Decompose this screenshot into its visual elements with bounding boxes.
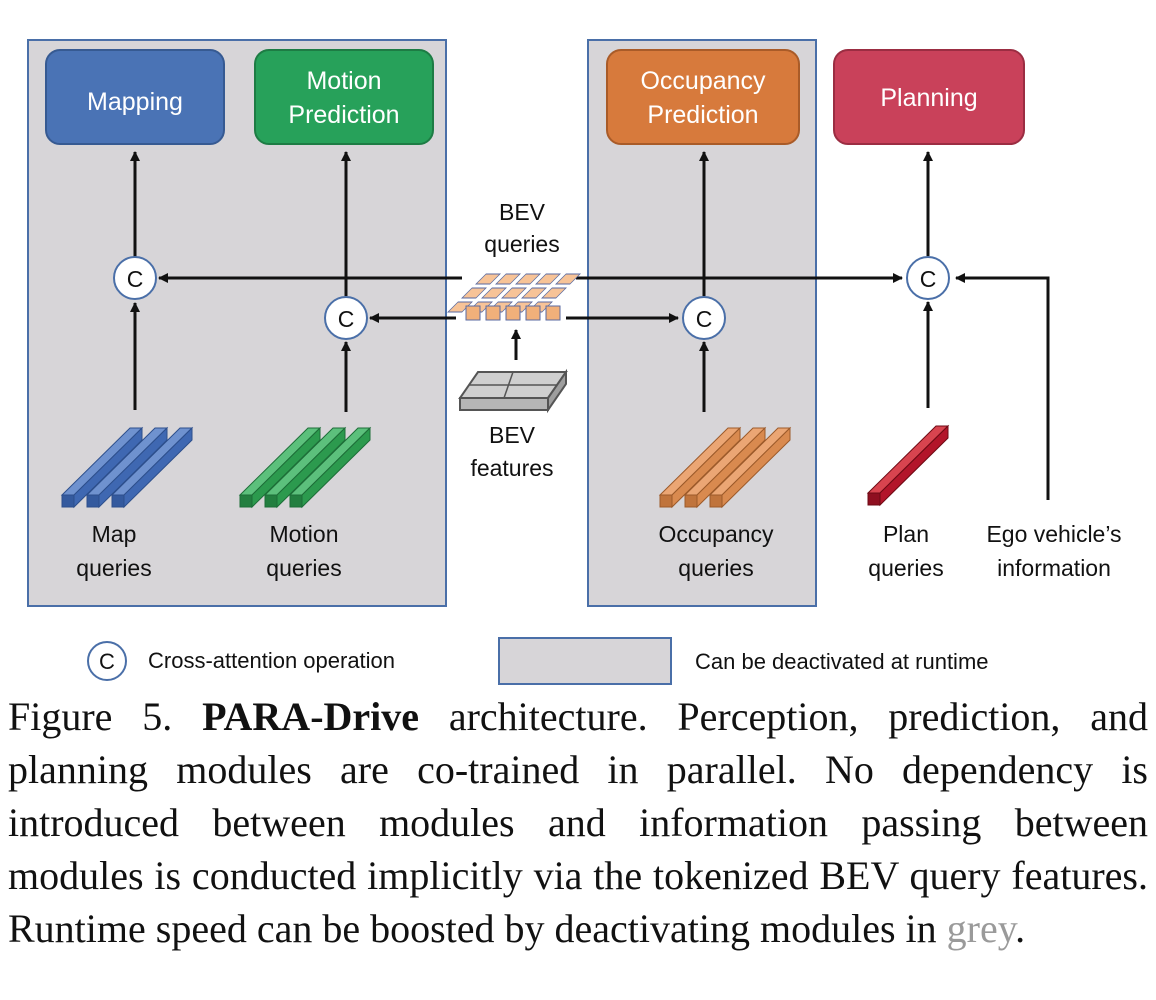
legend-deactivatable-label: Can be deactivated at runtime — [695, 649, 989, 674]
caption-model-name: PARA-Drive — [202, 694, 420, 739]
bev-features-slab — [458, 368, 568, 414]
cross-attention-symbol: C — [338, 306, 355, 332]
figure-caption: Figure 5. PARA-Drive architecture. Perce… — [8, 690, 1148, 955]
cross-attention-symbol: C — [920, 266, 937, 292]
caption-grey-word: grey — [946, 906, 1016, 951]
cross-attention-symbol: C — [696, 306, 713, 332]
motion-queries-bars — [238, 426, 372, 509]
cross-attention-node-planning: C — [906, 256, 950, 300]
bev-features-label-line1: BEV — [489, 422, 536, 448]
legend-cross-attention-label: Cross-attention operation — [148, 648, 395, 673]
mapping-module: Mapping — [45, 49, 225, 145]
bev-queries-token-grid — [447, 273, 581, 321]
motion-queries-label-line2: queries — [266, 555, 341, 581]
motion-queries-label-line1: Motion — [269, 521, 338, 547]
para-drive-architecture-diagram: Mapping Motion Prediction Occupancy Pred… — [27, 39, 1122, 685]
motion-module-label-line2: Prediction — [288, 101, 399, 129]
legend-deactivatable-swatch — [498, 637, 672, 685]
legend: C Cross-attention operation Can be deact… — [87, 637, 989, 685]
map-queries-bars — [60, 426, 194, 509]
cross-attention-node-motion: C — [324, 296, 368, 340]
mapping-module-label: Mapping — [87, 88, 183, 116]
legend-cross-attention-symbol: C — [99, 649, 115, 674]
bev-queries-label-line2: queries — [484, 231, 559, 257]
bev-queries-label-line1: BEV — [499, 199, 546, 225]
occupancy-module-label-line1: Occupancy — [640, 67, 766, 95]
occupancy-module-label-line2: Prediction — [647, 101, 758, 129]
caption-figure-label: Figure 5. — [8, 694, 173, 739]
map-queries-label-line1: Map — [92, 521, 137, 547]
planning-module: Planning — [833, 49, 1025, 145]
caption-end-punct: . — [1015, 906, 1026, 951]
planning-module-label: Planning — [880, 84, 977, 112]
ego-info-label-line1: Ego vehicle’s — [986, 521, 1121, 547]
caption-body: architecture. Perception, prediction, an… — [8, 694, 1148, 951]
motion-prediction-module: Motion Prediction — [254, 49, 434, 145]
bev-features-label-line2: features — [470, 455, 553, 481]
plan-queries-bar — [866, 424, 950, 507]
plan-queries-label-line2: queries — [868, 555, 943, 581]
motion-module-label-line1: Motion — [306, 67, 381, 95]
arrow-ego-to-c4 — [955, 273, 1050, 500]
plan-queries-label-line1: Plan — [883, 521, 929, 547]
cross-attention-node-mapping: C — [113, 256, 157, 300]
cross-attention-node-occupancy: C — [682, 296, 726, 340]
legend-cross-attention-icon — [87, 641, 127, 681]
occupancy-queries-label-line1: Occupancy — [658, 521, 774, 547]
occupancy-queries-label-line2: queries — [678, 555, 753, 581]
ego-info-label-line2: information — [997, 555, 1111, 581]
occupancy-prediction-module: Occupancy Prediction — [606, 49, 800, 145]
map-queries-label-line2: queries — [76, 555, 151, 581]
occupancy-queries-bars — [658, 426, 792, 509]
cross-attention-symbol: C — [127, 266, 144, 292]
